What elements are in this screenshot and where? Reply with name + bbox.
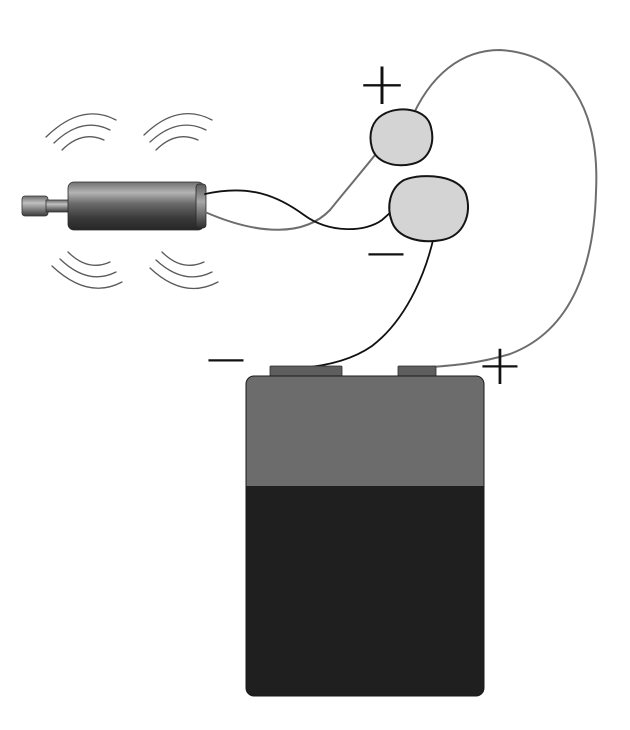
motor-shaft: [21, 195, 49, 217]
plus-label-top: +: [357, 49, 407, 119]
plus-label-battery: +: [477, 333, 524, 398]
positive-contact-pad: [369, 108, 434, 167]
wire-negative-pad-to-battery: [299, 213, 439, 369]
vibration-motor: [21, 181, 207, 231]
polarity-labels: + − − +: [203, 49, 524, 398]
contact-pads: [369, 108, 469, 243]
minus-label-middle: −: [363, 221, 410, 286]
battery-outline: [245, 375, 485, 697]
motor-collar: [45, 199, 71, 213]
battery: [245, 365, 485, 697]
negative-contact-pad: [388, 175, 469, 243]
wire-motor-to-positive-pad: [204, 125, 399, 231]
vibration-lines-lower-left: [51, 251, 123, 289]
vibration-lines: [45, 113, 219, 290]
vibration-lines-lower-right: [149, 251, 219, 290]
vibration-lines-upper-left: [45, 113, 117, 151]
vibration-lines-upper-right: [143, 113, 213, 151]
motor-end-cap: [195, 183, 207, 229]
minus-label-battery: −: [203, 327, 250, 392]
wire-positive-pad-to-battery: [409, 48, 598, 369]
battery-body-top: [246, 376, 484, 486]
motor-body: [67, 181, 205, 231]
